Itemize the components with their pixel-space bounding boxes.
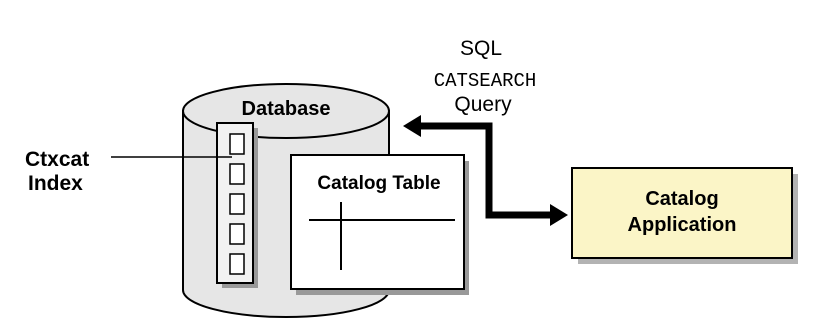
catalog-table-label: Catalog Table (317, 173, 440, 194)
ctxcat-label-line2: Index (28, 172, 83, 195)
arrowhead-left (403, 115, 421, 137)
application-label-line1: Catalog (645, 188, 718, 210)
catalog-application-box (571, 167, 798, 264)
database-label: Database (242, 98, 331, 120)
index-cell (229, 193, 245, 215)
catalog-table (290, 154, 469, 295)
index-cell (229, 133, 245, 155)
ctxcat-index-strip (216, 122, 258, 288)
ctxcat-label-line1: Ctxcat (25, 148, 89, 171)
query-label-query: Query (454, 93, 512, 116)
index-cell (229, 253, 245, 275)
query-label-sql: SQL (460, 37, 502, 60)
query-label-catsearch: CATSEARCH (434, 70, 537, 92)
index-cell (229, 223, 245, 245)
application-label-line2: Application (628, 214, 737, 236)
arrowhead-right (550, 204, 568, 226)
query-arrow (403, 115, 568, 226)
index-cell (229, 163, 245, 185)
